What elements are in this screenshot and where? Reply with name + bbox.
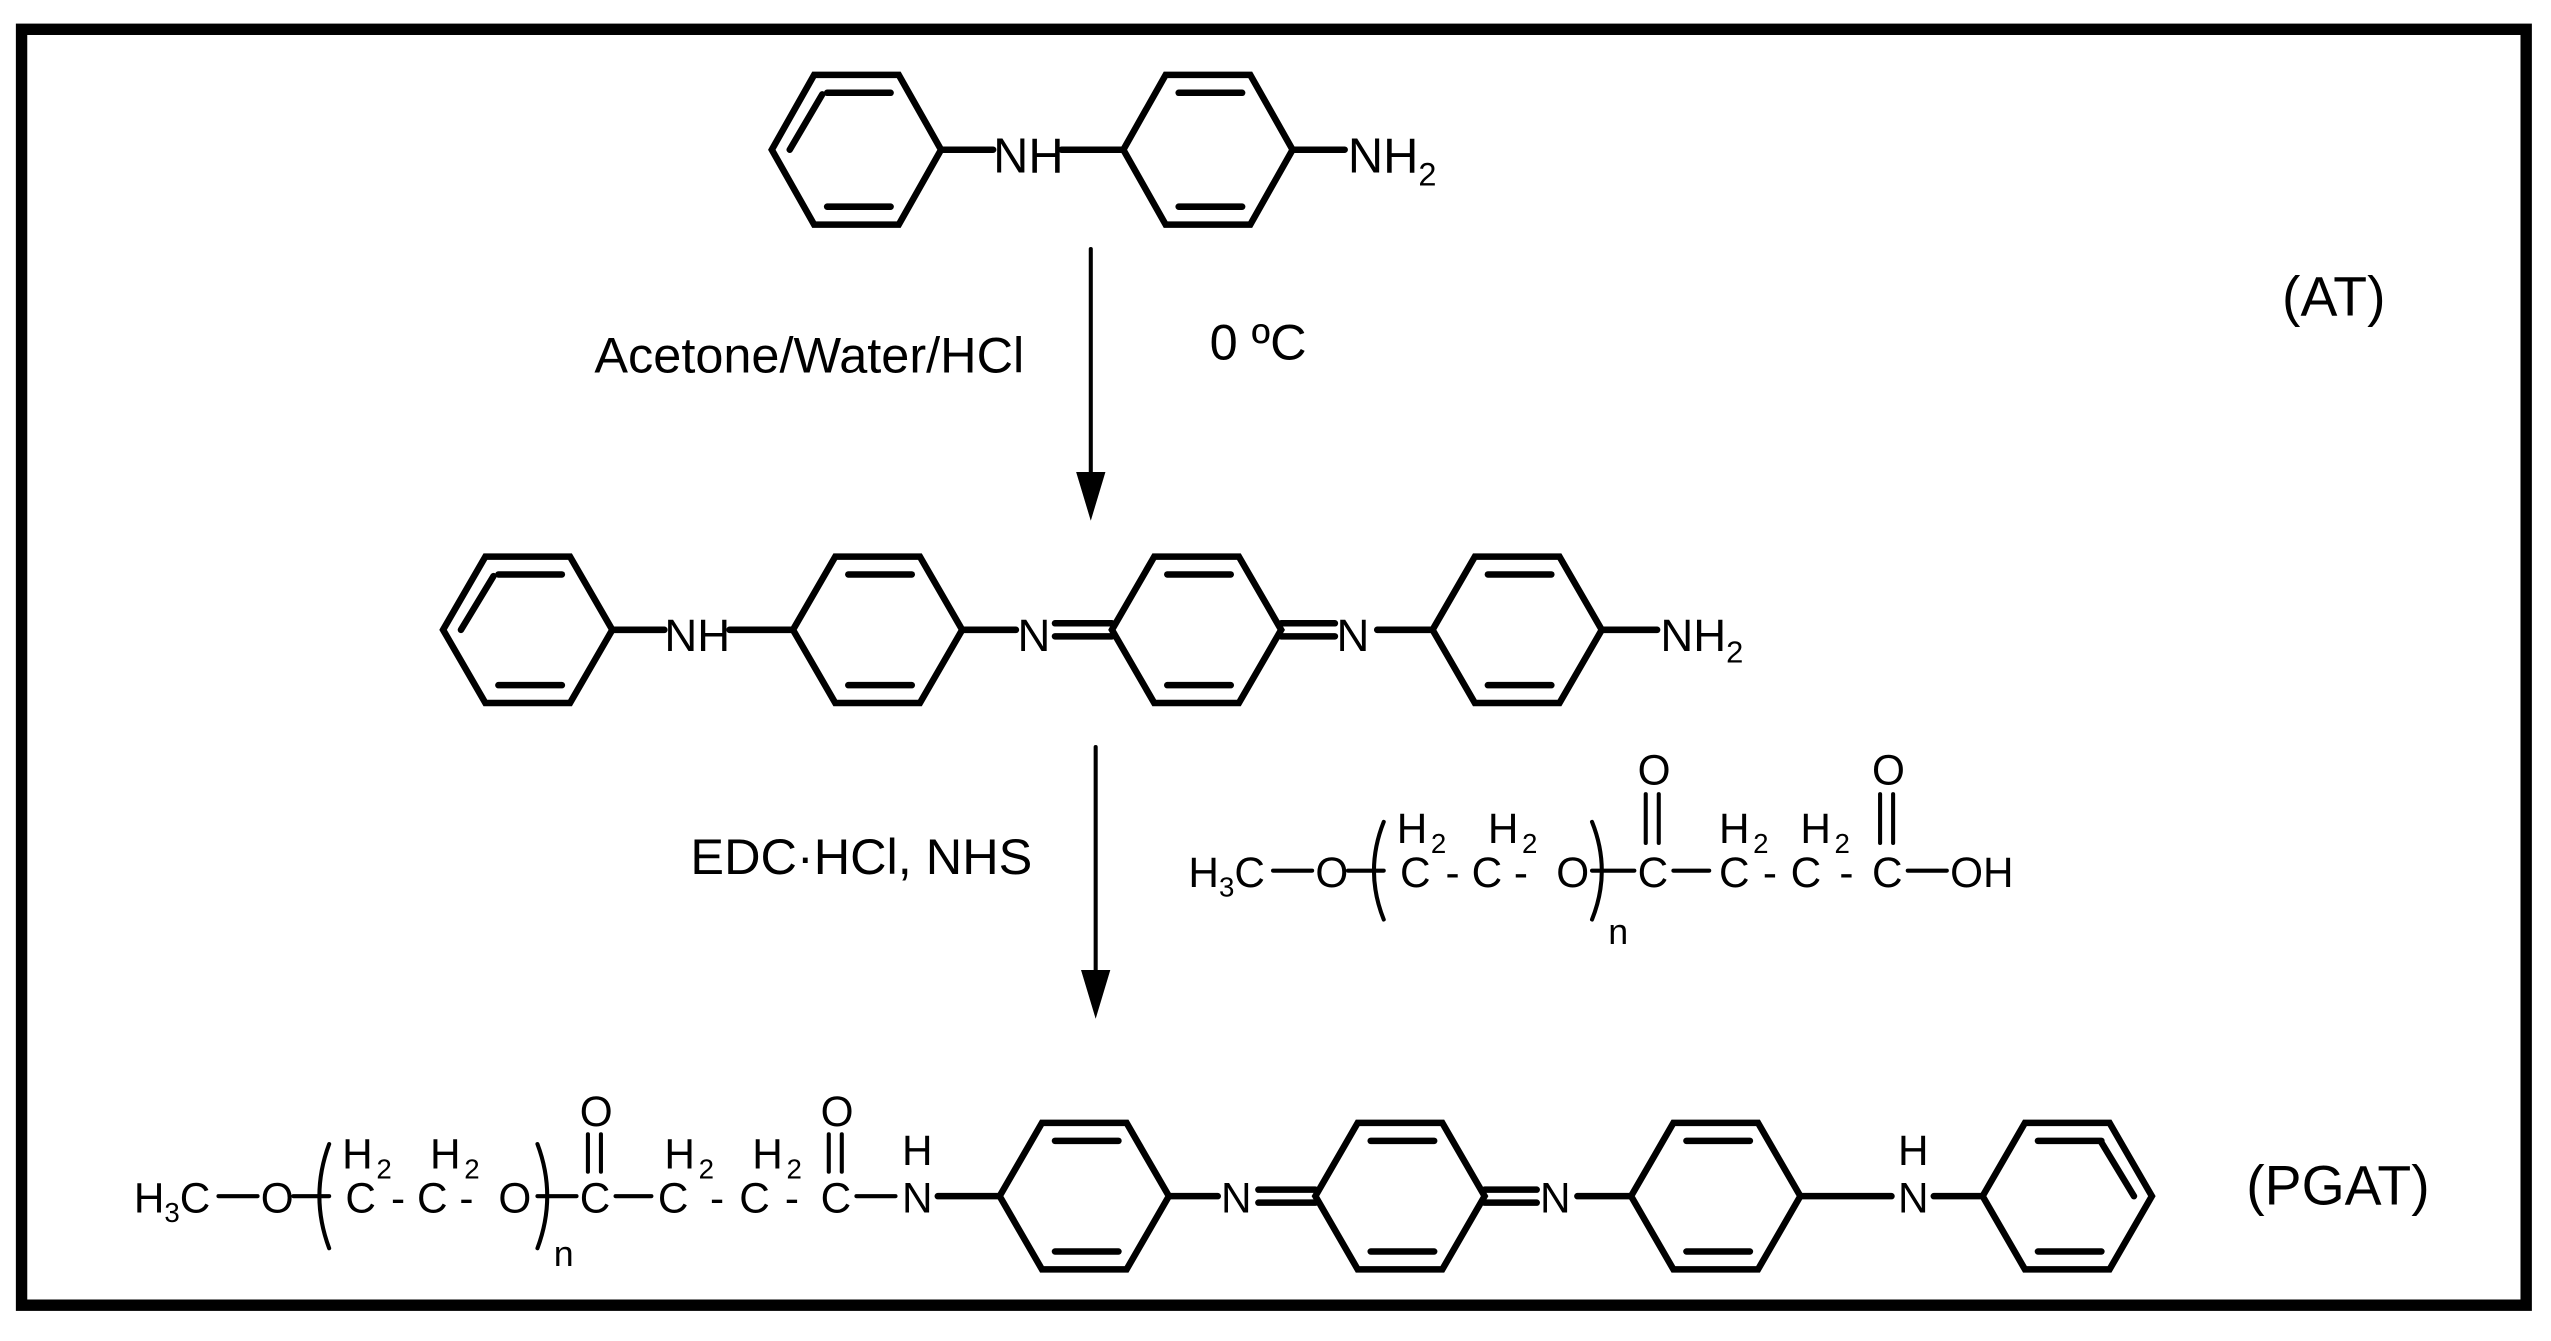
svg-text:2: 2 xyxy=(699,1153,714,1184)
svg-text:-: - xyxy=(1763,849,1777,896)
reagents-1-label: Acetone/Water/HCl xyxy=(594,327,1024,384)
svg-text:H: H xyxy=(1898,1127,1929,1174)
svg-text:O: O xyxy=(1315,849,1348,896)
svg-text:2: 2 xyxy=(1835,828,1850,859)
svg-text:-: - xyxy=(1514,849,1528,896)
svg-text:N: N xyxy=(1221,1174,1252,1221)
svg-text:2: 2 xyxy=(786,1153,801,1184)
svg-text:C: C xyxy=(739,1174,770,1221)
svg-text:C: C xyxy=(1872,849,1903,896)
svg-text:OH: OH xyxy=(1950,849,2013,896)
svg-text:O: O xyxy=(261,1174,294,1221)
imine-n-2: N xyxy=(1337,610,1370,661)
svg-text:C: C xyxy=(417,1174,448,1221)
svg-text:-: - xyxy=(1446,849,1460,896)
svg-text:C: C xyxy=(1719,849,1750,896)
svg-text:n: n xyxy=(1608,912,1628,952)
nh2-label: NH2 xyxy=(1348,130,1437,193)
svg-text:O: O xyxy=(1638,746,1671,793)
svg-text:O: O xyxy=(498,1174,531,1221)
svg-text:H: H xyxy=(1397,805,1428,852)
svg-text:C: C xyxy=(658,1174,689,1221)
svg-text:H3C: H3C xyxy=(1188,849,1264,903)
svg-text:-: - xyxy=(391,1174,405,1221)
svg-text:H: H xyxy=(430,1130,461,1177)
intermediate-structure: NH N N NH2 xyxy=(439,553,1743,707)
svg-text:2: 2 xyxy=(376,1153,391,1184)
svg-text:O: O xyxy=(821,1088,854,1135)
svg-text:2: 2 xyxy=(1753,828,1768,859)
svg-text:N: N xyxy=(902,1174,933,1221)
svg-text:-: - xyxy=(1839,849,1853,896)
nh-label-2: NH xyxy=(664,610,730,661)
figure-frame xyxy=(15,23,2532,1311)
svg-text:C: C xyxy=(1791,849,1822,896)
imine-n-1: N xyxy=(1018,610,1051,661)
svg-text:H: H xyxy=(1719,805,1750,852)
svg-text:-: - xyxy=(785,1174,799,1221)
svg-text:O: O xyxy=(1872,746,1905,793)
reaction-arrow-2 xyxy=(1081,744,1111,1019)
svg-text:H: H xyxy=(752,1130,783,1177)
svg-text:H: H xyxy=(664,1130,695,1177)
svg-text:-: - xyxy=(710,1174,724,1221)
pgat-product-structure: H3C O H 2 C - H 2 C - O n C O H 2 C - H … xyxy=(134,1088,2156,1274)
starting-material-structure: NH NH2 xyxy=(768,71,1437,228)
svg-text:n: n xyxy=(554,1234,574,1274)
svg-text:C: C xyxy=(345,1174,376,1221)
svg-text:H: H xyxy=(902,1127,933,1174)
temperature-label: 0 ºC xyxy=(1210,314,1307,371)
svg-text:C: C xyxy=(1400,849,1431,896)
svg-text:O: O xyxy=(1556,849,1589,896)
mpeg-succinic-acid-structure: H3C O H 2 C - H 2 C - O n C O H 2 C - H … xyxy=(1188,746,2013,951)
svg-text:-: - xyxy=(459,1174,473,1221)
nh-label: NH xyxy=(993,130,1064,184)
svg-text:N: N xyxy=(1540,1174,1571,1221)
svg-text:H: H xyxy=(1800,805,1831,852)
reagents-2-label: EDC·HCl, NHS xyxy=(690,828,1032,885)
svg-text:N: N xyxy=(1898,1174,1929,1221)
svg-text:O: O xyxy=(580,1088,613,1135)
svg-text:H: H xyxy=(342,1130,373,1177)
svg-text:C: C xyxy=(1472,849,1503,896)
svg-text:2: 2 xyxy=(1431,828,1446,859)
svg-text:H: H xyxy=(1488,805,1519,852)
svg-text:2: 2 xyxy=(464,1153,479,1184)
at-label: (AT) xyxy=(2282,266,2385,328)
pgat-label: (PGAT) xyxy=(2246,1154,2429,1216)
svg-text:2: 2 xyxy=(1522,828,1537,859)
svg-text:C: C xyxy=(821,1174,852,1221)
svg-text:C: C xyxy=(1638,849,1669,896)
svg-text:C: C xyxy=(580,1174,611,1221)
svg-text:H3C: H3C xyxy=(134,1174,210,1228)
nh2-label-2: NH2 xyxy=(1660,610,1743,669)
reaction-arrow-1 xyxy=(1076,246,1106,521)
